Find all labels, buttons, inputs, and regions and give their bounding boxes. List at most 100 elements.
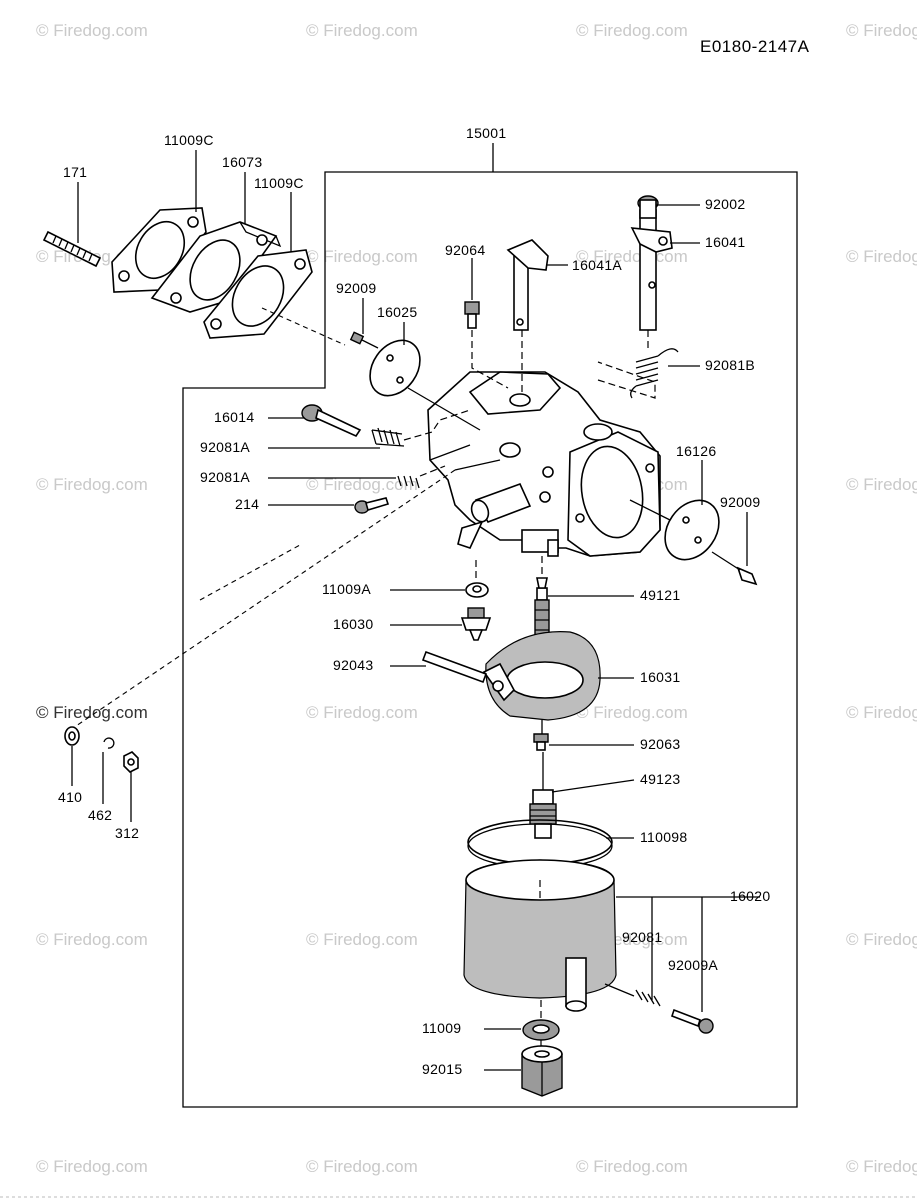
part-label: 16126: [676, 443, 716, 459]
choke-plate-icon: [369, 339, 421, 397]
spring-icon: [371, 427, 405, 447]
adjusting-screw-icon: [301, 404, 362, 438]
watermark: © Firedog.com: [846, 475, 917, 494]
watermark: © Firedog.com: [576, 1157, 688, 1176]
watermark: © Firedog.com: [846, 930, 917, 949]
gasket-icon: [465, 582, 489, 598]
part-label: 49121: [640, 587, 680, 603]
part-label: 16031: [640, 669, 680, 685]
watermark: © Firedog.com: [846, 703, 917, 722]
alignment-line: [597, 361, 656, 399]
alignment-line: [403, 409, 471, 441]
stud-icon: [42, 230, 102, 268]
part-label: 16041A: [572, 257, 622, 273]
part-label: 16073: [222, 154, 262, 170]
watermark: © Firedog.com: [306, 475, 418, 494]
throttle-plate-icon: [664, 499, 720, 561]
part-label: 92009: [720, 494, 760, 510]
alignment-line: [629, 499, 671, 521]
carburetor-body: [427, 371, 661, 557]
alignment-line: [261, 307, 346, 346]
alignment-line: [72, 469, 456, 729]
part-label: 16030: [333, 616, 373, 632]
watermarks: © Firedog.com © Firedog.com © Firedog.co…: [36, 21, 917, 1176]
part-label: 92081: [622, 929, 662, 945]
screw-icon: [354, 497, 390, 514]
watermark: © Firedog.com: [306, 930, 418, 949]
watermark: © Firedog.com: [306, 1157, 418, 1176]
watermark: © Firedog.com: [306, 703, 418, 722]
alignment-line: [419, 465, 446, 477]
watermark: © Firedog.com: [36, 21, 148, 40]
part-label: 16014: [214, 409, 254, 425]
watermark: © Firedog.com: [36, 930, 148, 949]
part-label: 312: [115, 825, 139, 841]
spring-icon: [635, 989, 661, 1007]
valve-seat-icon: [460, 607, 492, 641]
watermark: © Firedog.com: [36, 475, 148, 494]
part-label: 16025: [377, 304, 417, 320]
part-label: 11009: [422, 1020, 461, 1036]
watermark: © Firedog.com: [576, 21, 688, 40]
throttle-shaft-icon: [630, 195, 673, 331]
screw-icon: [670, 1008, 714, 1034]
insulator-icon: [150, 221, 282, 313]
screw-icon: [533, 733, 549, 751]
part-label: 11009C: [164, 132, 214, 148]
nut-icon: [123, 751, 139, 773]
part-label: 92081B: [705, 357, 755, 373]
alignment-line: [604, 983, 635, 997]
alignment-line: [471, 330, 509, 389]
part-label: 462: [88, 807, 112, 823]
assembly-frame: [182, 171, 798, 1108]
part-label: 92081A: [200, 469, 250, 485]
part-label: 92064: [445, 242, 485, 258]
choke-shaft-icon: [506, 239, 549, 331]
watermark: © Firedog.com: [36, 1157, 148, 1176]
alignment-line: [199, 544, 301, 601]
main-jet-icon: [529, 789, 557, 839]
part-label: 92009: [336, 280, 376, 296]
part-label: 410: [58, 789, 82, 805]
watermark: © Firedog.com: [306, 21, 418, 40]
watermark: © Firedog.com: [576, 703, 688, 722]
part-label: 92002: [705, 196, 745, 212]
part-label: 92009A: [668, 957, 718, 973]
part-label: 11009A: [322, 581, 371, 597]
spring-icon: [630, 348, 679, 399]
alignment-line: [407, 387, 481, 431]
part-label: 16041: [705, 234, 745, 250]
screw-icon: [349, 331, 379, 349]
part-label: 92015: [422, 1061, 462, 1077]
gasket-icon: [203, 249, 313, 339]
clip-icon: [103, 737, 115, 749]
part-label: 110098: [640, 829, 687, 845]
pin-icon: [421, 650, 488, 684]
part-label: 92063: [640, 736, 680, 752]
watermark: © Firedog.com: [36, 703, 148, 722]
float-icon: [482, 631, 601, 721]
float-bowl-icon: [463, 859, 617, 1012]
part-label: 92043: [333, 657, 373, 673]
screw-icon: [711, 551, 758, 586]
part-label: 11009C: [254, 175, 304, 191]
gasket-icon: [522, 1019, 560, 1041]
gasket-group: 171 11009C 16073 11009C: [42, 132, 313, 339]
watermark: © Firedog.com: [846, 1157, 917, 1176]
part-label: 49123: [640, 771, 680, 787]
leader-line: [551, 779, 635, 793]
watermark: © Firedog.com: [846, 247, 917, 266]
screw-icon: [464, 301, 480, 329]
part-label: 16020: [730, 888, 770, 904]
part-label: 214: [235, 496, 259, 512]
part-label: 171: [63, 164, 87, 180]
watermark: © Firedog.com: [846, 21, 917, 40]
part-label: 92081A: [200, 439, 250, 455]
spring-icon: [397, 475, 420, 489]
gasket-icon: [111, 207, 207, 293]
nut-icon: [521, 1045, 563, 1097]
watermark: © Firedog.com: [306, 247, 418, 266]
part-label: 15001: [466, 125, 506, 141]
diagram-code: E0180-2147A: [700, 37, 810, 56]
